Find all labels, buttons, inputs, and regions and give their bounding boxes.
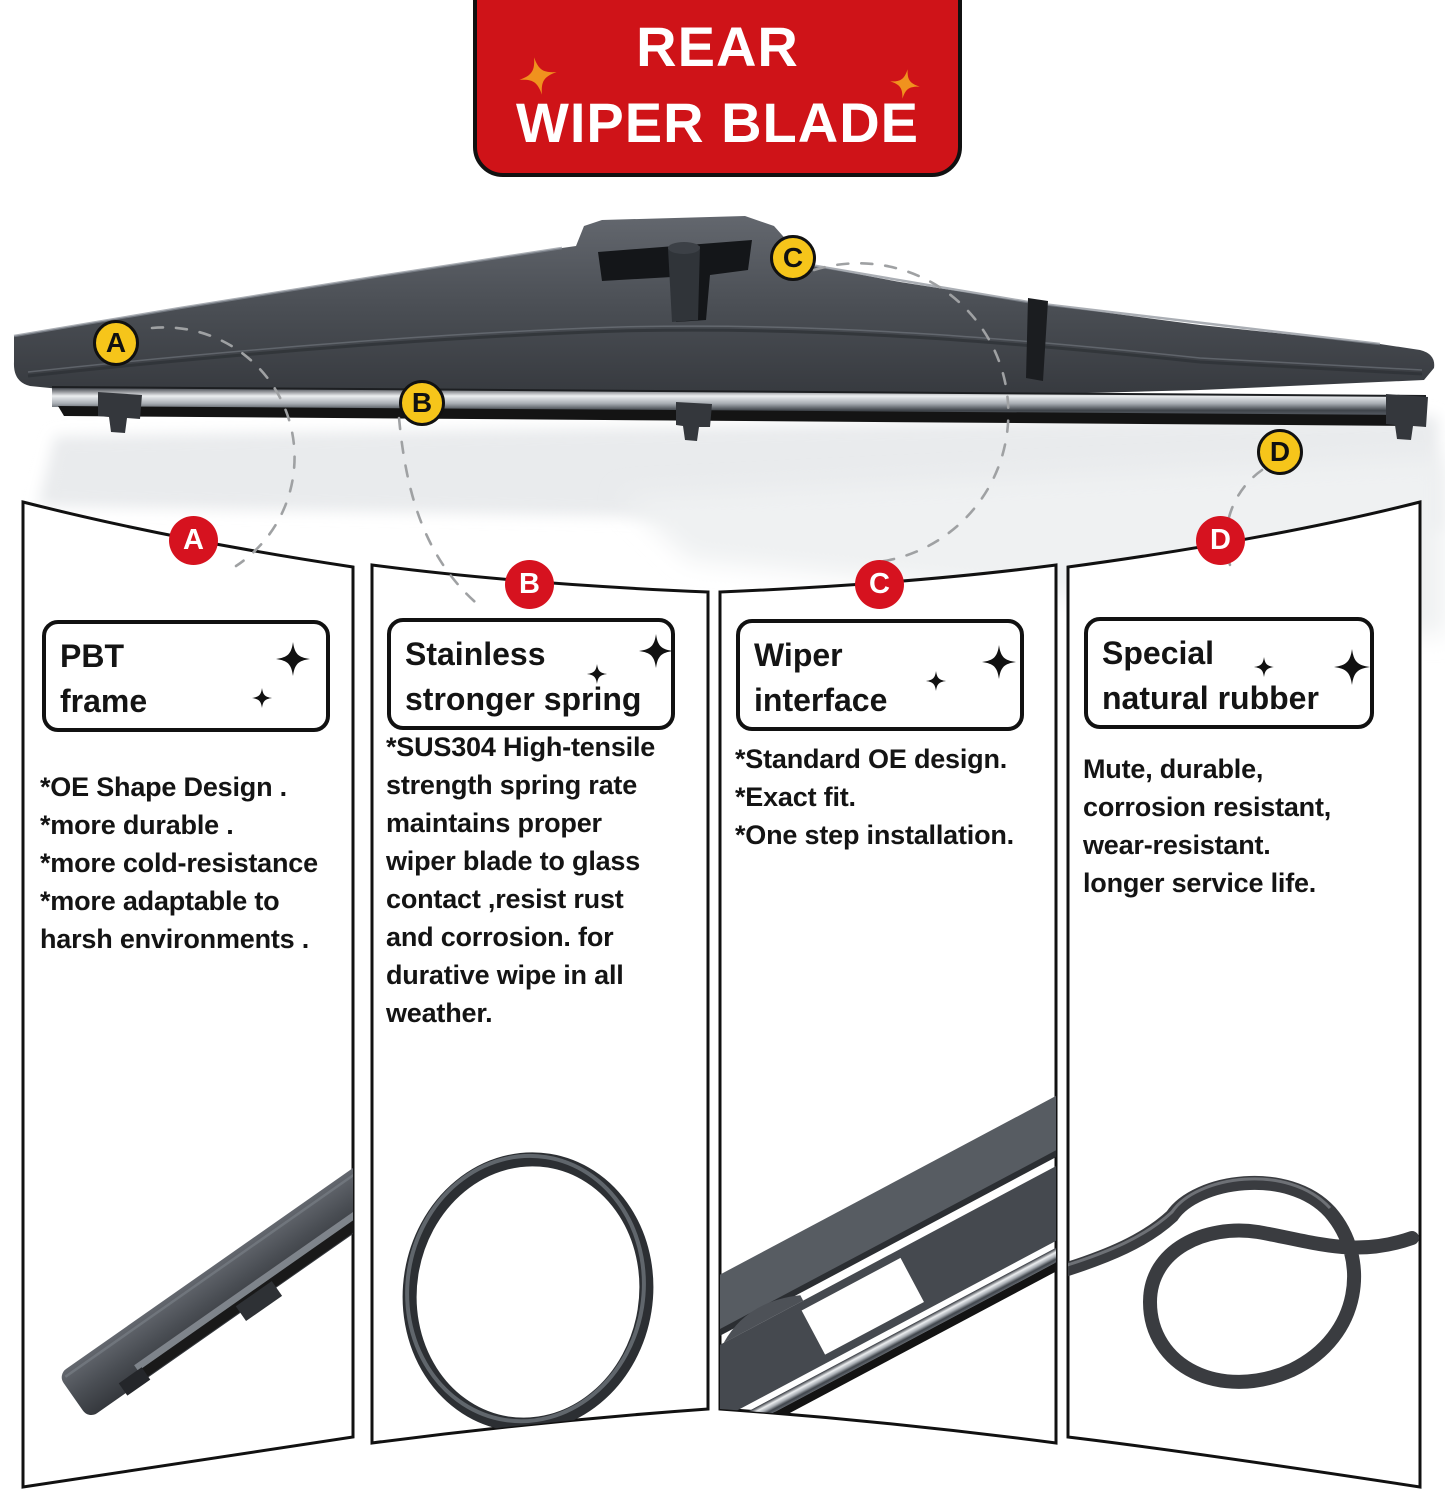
panel-c-title-box: Wiper interface: [736, 619, 1024, 731]
blade-label-c: C: [770, 235, 816, 281]
rubber-strip-photo: [1068, 1175, 1419, 1389]
panel-b-title: Stainless stronger spring: [405, 636, 642, 717]
connector-arc-c: [812, 262, 1010, 564]
sparkle-icon: [888, 67, 923, 102]
panel-c-body: *Standard OE design. *Exact fit. *One st…: [735, 744, 1014, 850]
panel-a-title: PBT frame: [60, 638, 148, 719]
banner-line-1: REAR: [636, 15, 799, 78]
blade-label-b: B: [399, 380, 445, 426]
sparkle-icon: [252, 688, 272, 708]
sparkle-icon: [276, 642, 310, 676]
interface-photo: [720, 1074, 1056, 1443]
connector-arc-d: [1224, 468, 1264, 567]
panel-marker-a: A: [169, 516, 218, 565]
panel-marker-b: B: [505, 560, 554, 609]
connector-arc-b: [397, 416, 484, 610]
panel-b-body: *SUS304 High-tensile strength spring rat…: [386, 732, 656, 1028]
blade-label-d: D: [1257, 429, 1303, 475]
panel-marker-c: C: [855, 560, 904, 609]
panel-marker-d: D: [1196, 516, 1245, 565]
panel-d-title-box: Special natural rubber: [1084, 617, 1374, 729]
connector-arc-a: [150, 326, 296, 568]
sparkle-icon: [1254, 657, 1274, 677]
panel-b-title-box: Stainless stronger spring: [387, 618, 675, 730]
panel-a-title-box: PBT frame: [42, 620, 330, 732]
sparkle-icon: [515, 53, 560, 98]
title-banner: REAR WIPER BLADE: [473, 0, 962, 177]
wiper-blade-illustration: [13, 216, 1435, 441]
panel-a-body: *OE Shape Design . *more durable . *more…: [40, 772, 318, 954]
panel-c-title: Wiper interface: [754, 637, 888, 718]
banner-line-2: WIPER BLADE: [516, 91, 919, 154]
blade-tip-photo: [61, 1126, 353, 1416]
sparkle-icon: [926, 671, 946, 691]
panel-d-body: Mute, durable, corrosion resistant, wear…: [1083, 754, 1332, 898]
sparkle-icon: [639, 634, 673, 668]
spring-band-photo: [402, 1152, 654, 1432]
panel-d-title: Special natural rubber: [1102, 635, 1319, 716]
sparkle-icon: [982, 645, 1016, 679]
connector-arcs: [150, 262, 1264, 610]
sparkle-icon: [587, 664, 607, 684]
blade-label-a: A: [93, 320, 139, 366]
sparkle-icon: [1334, 649, 1370, 685]
blade-mount-bracket: [598, 240, 752, 322]
